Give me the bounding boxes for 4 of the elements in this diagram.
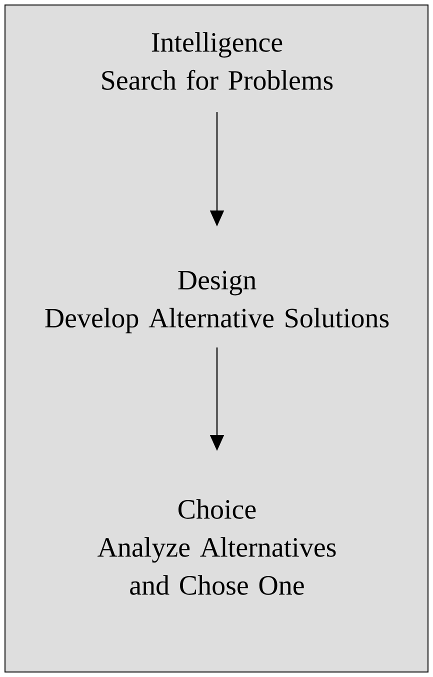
stage-label: Intelligence Search for Problems xyxy=(102,32,333,90)
frame-box xyxy=(4,4,428,672)
stage-label: Design Develop Alternative Solutions xyxy=(45,270,389,334)
stage-label: Choice Analyze Alternatives and Chose One xyxy=(98,499,336,595)
